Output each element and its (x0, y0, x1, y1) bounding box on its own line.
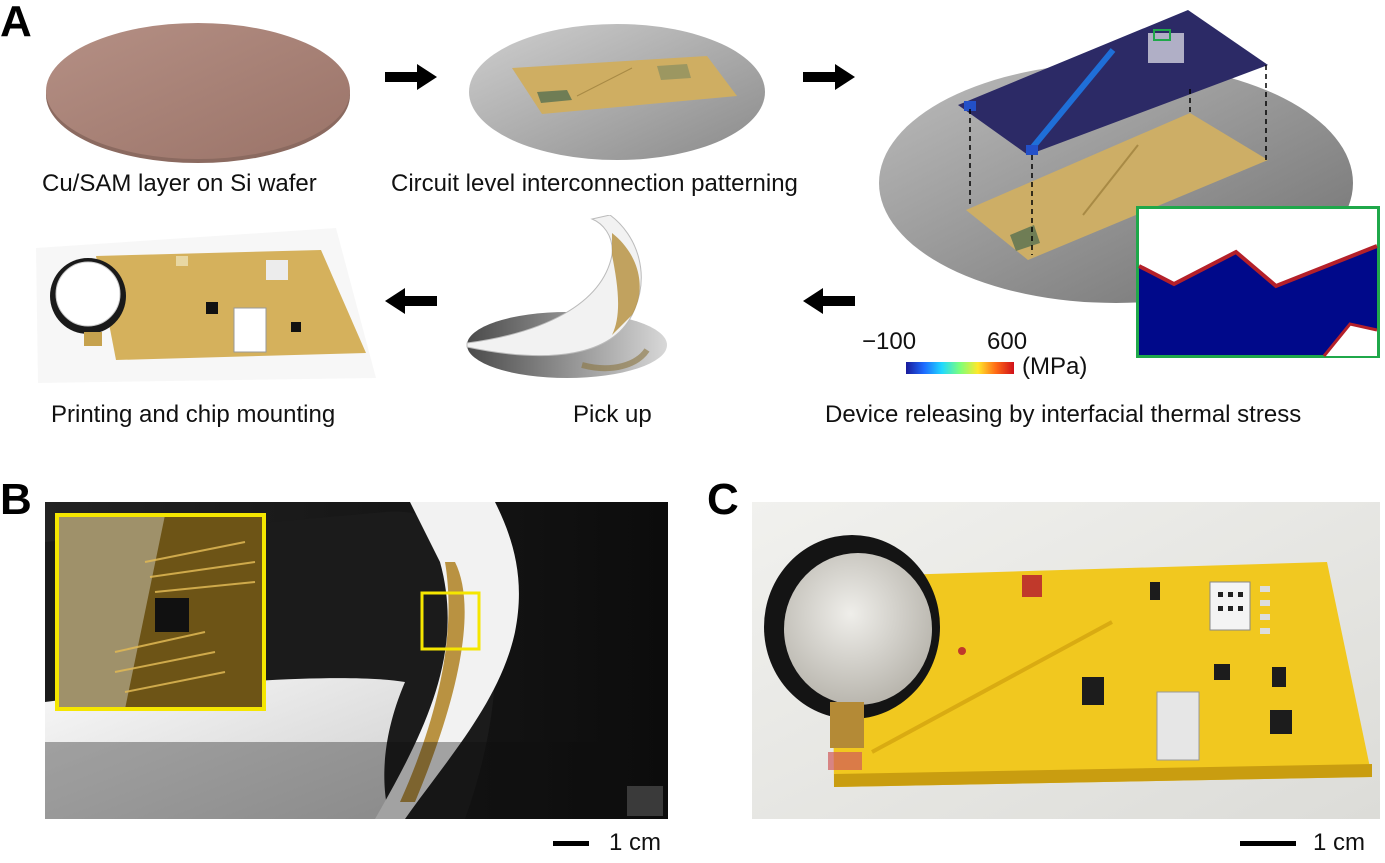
scalebar-c (1240, 841, 1296, 846)
patterned-wafer-illustration (469, 24, 765, 160)
scalebar-c-label: 1 cm (1313, 829, 1366, 856)
colorbar-unit-label: (MPa) (1022, 353, 1088, 380)
colorbar-max-label: 600 (987, 328, 1028, 355)
step-caption-releasing: Device releasing by interfacial thermal … (825, 401, 1302, 428)
stress-colorbar (906, 362, 1014, 374)
left-arrow-icon (385, 288, 437, 314)
colorbar-min-label: −100 (862, 328, 917, 355)
step-caption-patterning: Circuit level interconnection patterning (391, 170, 798, 197)
right-arrow-icon (385, 64, 437, 90)
left-arrow-icon (803, 288, 855, 314)
mounted-device-photo (752, 502, 1380, 819)
step-caption-pickup: Pick up (573, 401, 652, 428)
scalebar-b-label: 1 cm (609, 829, 662, 856)
panel-label-c: C (707, 475, 739, 524)
scalebar-b (553, 841, 589, 846)
panel-label-b: B (0, 475, 32, 524)
stress-zoom-inset (1136, 206, 1380, 358)
bent-circuit-photo (45, 502, 668, 819)
pick-up-illustration (466, 215, 667, 378)
right-arrow-icon (803, 64, 855, 90)
step-caption-printing: Printing and chip mounting (51, 401, 336, 428)
step-caption-wafer: Cu/SAM layer on Si wafer (42, 170, 317, 197)
printed-device-illustration (36, 228, 376, 383)
si-wafer-illustration (46, 23, 350, 163)
panel-label-a: A (0, 0, 32, 46)
